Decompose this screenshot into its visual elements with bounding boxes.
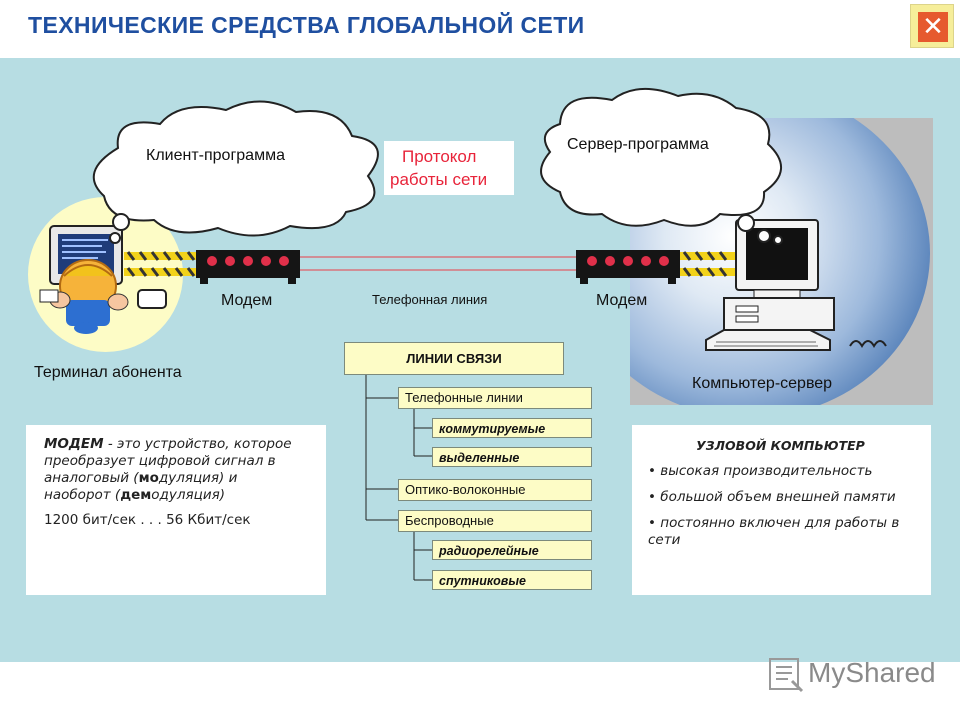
node-item-always-on: • постоянно включен для работы в сети — [648, 515, 900, 548]
tree-item-dedicated: выделенные — [432, 447, 592, 467]
comm-lines-title: ЛИНИИ СВЯЗИ — [344, 342, 564, 375]
phone-line — [300, 256, 576, 271]
node-item-performance: • высокая производительность — [648, 463, 873, 479]
close-button[interactable]: ✕ — [910, 4, 954, 48]
page-title: ТЕХНИЧЕСКИЕ СРЕДСТВА ГЛОБАЛЬНОЙ СЕТИ — [28, 12, 585, 38]
modem-term: МОДЕМ — [44, 436, 104, 452]
terminal-label: Терминал абонента — [34, 364, 182, 381]
myshared-logo-text: MyShared — [808, 657, 936, 688]
modem-right-icon — [576, 250, 680, 284]
server-computer-icon — [705, 219, 887, 351]
modem-definition-box: МОДЕМ - это устройство, которое преобраз… — [26, 425, 326, 595]
tree-item-satellite: спутниковые — [432, 570, 592, 590]
client-cloud-icon — [92, 100, 379, 244]
server-cable — [680, 251, 740, 277]
phone-line-label: Телефонная линия — [372, 292, 488, 307]
modem-speed: 1200 бит/сек . . . 56 Кбит/сек — [44, 512, 251, 528]
tree-item-phone: Телефонные линии — [398, 387, 592, 409]
modem-right-label: Модем — [596, 292, 648, 309]
user-at-computer-icon — [39, 225, 167, 334]
server-label: Компьютер-сервер — [692, 375, 833, 392]
node-computer-title: УЗЛОВОЙ КОМПЬЮТЕР — [696, 438, 865, 453]
modem-left-label: Модем — [221, 292, 273, 309]
tree-item-radio: радиорелейные — [432, 540, 592, 560]
node-item-storage: • большой объем внешней памяти — [648, 489, 896, 505]
modem-definition-text: МОДЕМ - это устройство, которое преобраз… — [44, 436, 292, 503]
close-icon: ✕ — [918, 12, 948, 42]
protocol-box: Протокол работы сети — [384, 141, 514, 195]
server-cloud-icon — [540, 87, 783, 245]
protocol-line2: работы сети — [390, 170, 488, 189]
tree-item-switched: коммутируемые — [432, 418, 592, 438]
node-computer-box: УЗЛОВОЙ КОМПЬЮТЕР • высокая производител… — [632, 425, 931, 595]
myshared-logo-icon — [769, 658, 804, 693]
terminal-cable — [124, 251, 200, 277]
client-program-label: Клиент-программа — [146, 147, 285, 164]
myshared-logo: MyShared — [768, 655, 936, 695]
protocol-line1: Протокол — [402, 147, 477, 166]
tree-item-fiber: Оптико-волоконные — [398, 479, 592, 501]
tree-item-wireless: Беспроводные — [398, 510, 592, 532]
server-program-label: Сервер-программа — [567, 136, 709, 153]
modem-left-icon — [196, 250, 300, 284]
